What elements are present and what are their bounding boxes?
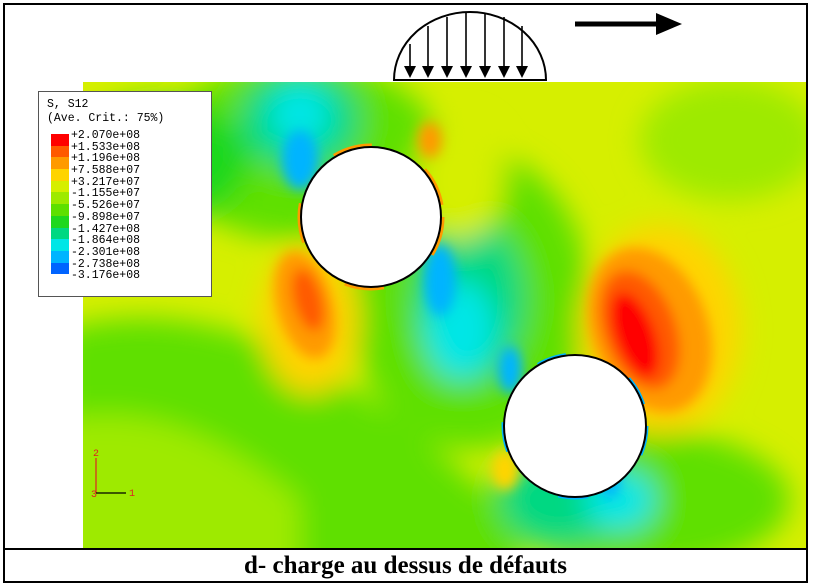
legend-level-label: +3.217e+07	[71, 175, 141, 189]
legend-title: S, S12	[47, 98, 89, 111]
legend-swatch	[51, 169, 69, 181]
legend-swatch	[51, 250, 69, 263]
axis-label-out: 3	[91, 490, 97, 501]
legend-level-label: -3.176e+08	[71, 269, 141, 283]
load-direction-arrow-icon	[575, 13, 682, 35]
legend-level-label: +1.196e+08	[71, 152, 141, 166]
legend-level-label: +1.533e+08	[71, 140, 141, 154]
legend-level-label: +7.588e+07	[71, 164, 141, 178]
axis-label-horizontal: 1	[129, 489, 135, 500]
legend-swatch	[51, 239, 69, 251]
legend-subtitle: (Ave. Crit.: 75%)	[47, 112, 165, 125]
legend-level-label: -2.738e+08	[71, 257, 141, 271]
contour-legend: S, S12 (Ave. Crit.: 75%) +2.070e+08+1.53…	[38, 91, 212, 297]
legend-value-labels: +2.070e+08+1.533e+08+1.196e+08+7.588e+07…	[71, 130, 140, 282]
legend-level-label: -2.301e+08	[71, 245, 141, 259]
legend-swatch	[51, 180, 69, 193]
legend-level-label: -1.155e+07	[71, 187, 141, 201]
legend-swatch	[51, 262, 69, 275]
caption-divider	[3, 548, 808, 550]
axis-triad: 2 1 3	[91, 449, 135, 501]
legend-swatch	[51, 204, 69, 216]
legend-swatch	[51, 227, 69, 240]
legend-swatch	[51, 134, 69, 146]
legend-swatch	[51, 192, 69, 205]
hole-lower	[503, 354, 647, 498]
legend-swatch	[51, 157, 69, 170]
legend-swatch	[51, 145, 69, 158]
legend-swatch	[51, 215, 69, 228]
legend-level-label: -5.526e+07	[71, 199, 141, 213]
legend-level-label: -9.898e+07	[71, 210, 141, 224]
legend-level-label: -1.864e+08	[71, 234, 141, 248]
figure-caption: d- charge au dessus de défauts	[244, 552, 567, 579]
hole-upper	[300, 146, 442, 288]
legend-level-label: -1.427e+08	[71, 222, 141, 236]
axis-label-vertical: 2	[93, 449, 99, 460]
legend-color-scale	[51, 134, 69, 275]
distributed-load-icon	[392, 11, 548, 81]
legend-level-label: +2.070e+08	[71, 129, 141, 142]
